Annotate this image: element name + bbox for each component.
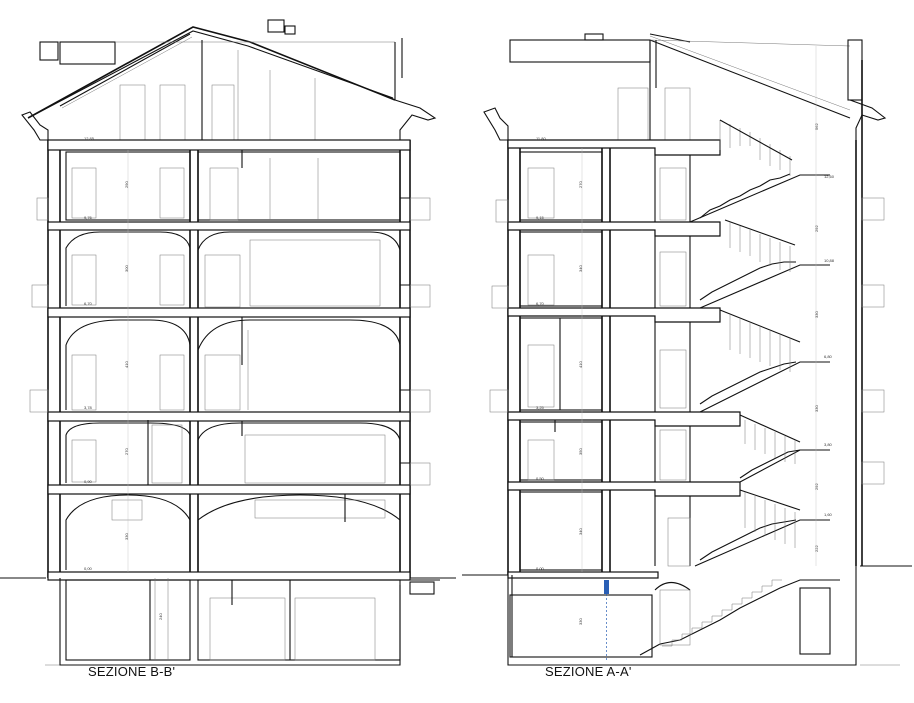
- height-dim: 330: [578, 618, 583, 625]
- section-aa-balconies: [489, 197, 885, 485]
- stair-level-mark: 6,80: [824, 354, 833, 359]
- section-aa-cornice: [483, 99, 887, 141]
- stair-level-mark: 1,60: [824, 512, 833, 517]
- section-bb: 12,85 9,76 6,70 3,78 0,90 0,00 290 300 4…: [21, 19, 440, 679]
- stair-height-dim: 222: [814, 545, 819, 552]
- height-dim: 410: [578, 361, 583, 368]
- level-mark: 0,00: [84, 566, 93, 571]
- section-bb-rooms: [65, 151, 401, 661]
- level-mark: 0,00: [536, 566, 545, 571]
- stair-level-mark: 10,88: [824, 258, 835, 263]
- level-mark: 3,25: [536, 405, 545, 410]
- height-dim: 340: [578, 528, 583, 535]
- section-bb-height-dims: 290 300 410 270 330 240: [124, 181, 163, 620]
- section-bb-cornice: [21, 99, 437, 141]
- height-dim: 340: [578, 265, 583, 272]
- section-bb-walls: [47, 140, 411, 578]
- level-mark: 0,50: [536, 476, 545, 481]
- height-dim: 270: [578, 181, 583, 188]
- ground-lines: [0, 565, 912, 666]
- section-aa: 11,80 9,15 6,70 3,25 0,50 0,00 12,60 10,…: [483, 33, 887, 679]
- height-dim: 350: [578, 448, 583, 455]
- level-mark: 3,78: [84, 405, 93, 410]
- section-bb-title: SEZIONE B-B': [88, 664, 175, 679]
- level-mark: 6,70: [84, 301, 93, 306]
- section-aa-foundations: [507, 566, 857, 666]
- section-bb-foundations: [59, 578, 440, 666]
- stair-height-dim: 330: [814, 405, 819, 412]
- level-mark: 6,70: [536, 301, 545, 306]
- stair-height-dim: 292: [814, 225, 819, 232]
- height-dim: 270: [124, 448, 129, 455]
- level-mark: 11,80: [536, 136, 546, 141]
- section-bb-roof: [27, 19, 403, 141]
- section-bb-details: [71, 150, 386, 661]
- section-aa-roof: [509, 33, 863, 141]
- section-aa-title: SEZIONE A-A': [545, 664, 632, 679]
- stair-height-dim: 562: [814, 123, 819, 130]
- stair-level-mark: 3,80: [824, 442, 833, 447]
- level-mark: 9,15: [536, 215, 545, 220]
- section-aa-height-dims: 270 340 410 350 340 330 562 292 330 330 …: [578, 46, 819, 625]
- height-dim: 240: [158, 613, 163, 620]
- stair-height-dim: 330: [814, 311, 819, 318]
- level-mark: 9,76: [84, 215, 93, 220]
- section-aa-level-marks: 11,80 9,15 6,70 3,25 0,50 0,00 12,60 10,…: [536, 136, 835, 571]
- section-aa-rooms: [509, 148, 691, 658]
- section-aa-stairs: [639, 119, 840, 656]
- section-bb-slabs: [47, 139, 411, 581]
- stair-height-dim: 292: [814, 483, 819, 490]
- section-bb-balconies: [29, 197, 431, 486]
- height-dim: 300: [124, 265, 129, 272]
- level-mark: 12,85: [84, 136, 95, 141]
- stair-level-mark: 12,60: [824, 174, 835, 179]
- height-dim: 410: [124, 361, 129, 368]
- section-aa-blue-post: [604, 580, 609, 660]
- height-dim: 330: [124, 533, 129, 540]
- section-aa-slabs: [507, 139, 741, 579]
- height-dim: 290: [124, 181, 129, 188]
- level-mark: 0,90: [84, 479, 93, 484]
- section-bb-level-marks: 12,85 9,76 6,70 3,78 0,90 0,00: [84, 136, 95, 571]
